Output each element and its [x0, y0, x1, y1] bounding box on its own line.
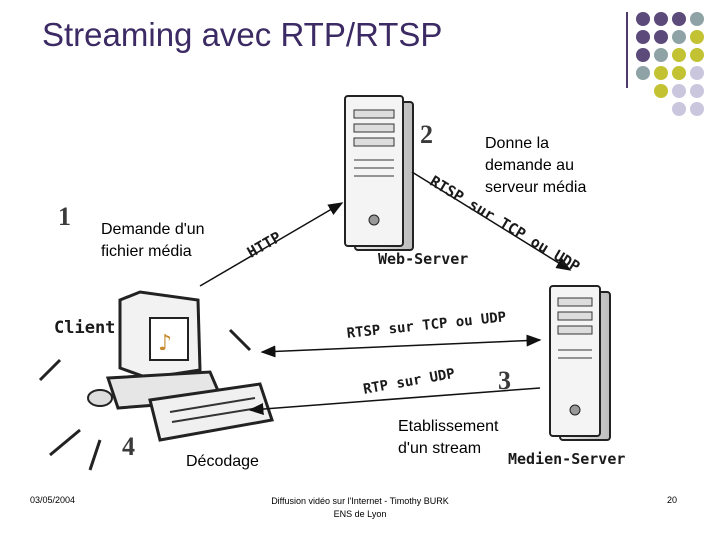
decode-label: Décodage — [186, 451, 259, 473]
media-server-tower-icon — [550, 286, 610, 440]
web-server-tower-icon — [345, 96, 413, 250]
client-label: Client — [54, 318, 115, 338]
web-server-label: Web-Server — [378, 250, 468, 268]
step-number-3: 3 — [498, 366, 511, 396]
footer-author-line2: ENS de Lyon — [250, 508, 470, 521]
footer-author-line1: Diffusion vidéo sur l'Internet - Timothy… — [250, 495, 470, 508]
footer-page-number: 20 — [667, 495, 677, 505]
step-number-2: 2 — [420, 120, 433, 150]
svg-text:♪: ♪ — [158, 331, 172, 356]
give-request-label: Donne la demande au serveur média — [485, 133, 610, 199]
rtsp-client-media-arrow — [262, 340, 540, 352]
footer-date: 03/05/2004 — [30, 495, 75, 505]
media-server-label: Medien-Server — [508, 450, 625, 468]
step-number-4: 4 — [122, 432, 135, 462]
request-label: Demande d'un fichier média — [101, 219, 241, 263]
step-number-1: 1 — [58, 202, 71, 232]
footer-author: Diffusion vidéo sur l'Internet - Timothy… — [250, 495, 470, 521]
stream-label: Etablissement d'un stream — [398, 416, 518, 460]
